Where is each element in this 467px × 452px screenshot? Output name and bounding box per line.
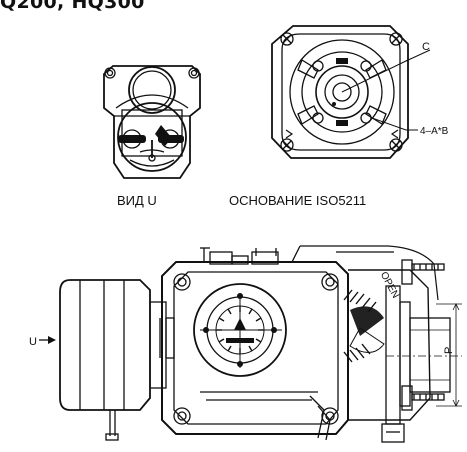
label-arrow-u: U	[29, 336, 37, 348]
label-c: C	[422, 41, 430, 53]
page-title: Q200, HQ300	[0, 0, 145, 13]
view-u-drawing	[103, 65, 201, 179]
actuator-drawing	[39, 245, 462, 443]
base-caption: ОСНОВАНИЕ ISO5211	[229, 193, 367, 208]
label-dim-p: P	[443, 347, 455, 354]
label-open: OPEN	[378, 270, 401, 300]
label-hole-spec: 4–A*B	[420, 126, 449, 137]
view-u-caption: ВИД U	[117, 193, 157, 208]
base-iso5211-drawing	[271, 25, 431, 159]
